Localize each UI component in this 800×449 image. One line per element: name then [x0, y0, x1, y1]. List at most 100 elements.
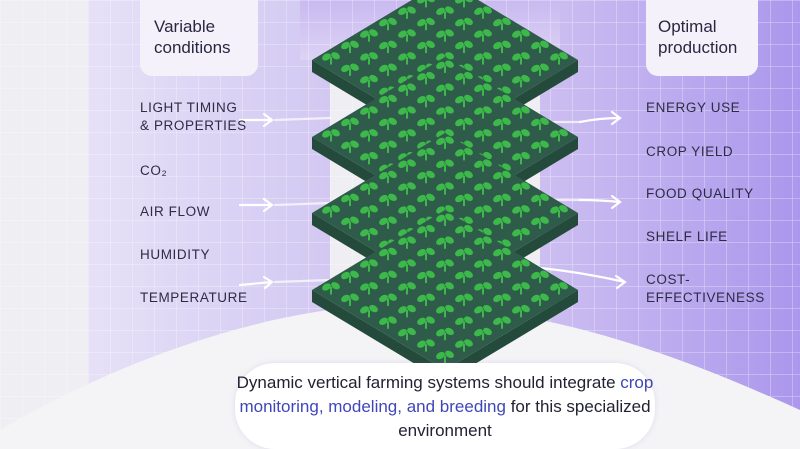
- seedling-icon: [417, 170, 435, 184]
- seedling-icon: [512, 304, 530, 318]
- seedling-icon: [455, 224, 473, 238]
- seedling-icon: [341, 63, 359, 76]
- seedling-icon: [455, 40, 473, 54]
- crop-tray-stack: [312, 0, 578, 382]
- seedling-icon: [379, 63, 397, 76]
- seedling-icon: [531, 40, 549, 54]
- seedling-icon: [341, 216, 359, 229]
- arrow-energy: [578, 110, 622, 126]
- outcome-shelf-life: SHELF LIFE: [646, 228, 728, 246]
- outcome-label: EFFECTIVENESS: [646, 290, 765, 305]
- seedling-icon: [436, 60, 454, 73]
- caption-highlight: crop monitoring, modeling, and breeding: [239, 373, 654, 416]
- seedling-icon: [341, 293, 359, 306]
- seedling-icon: [493, 193, 511, 207]
- seedling-icon: [398, 236, 416, 249]
- seedling-icon: [455, 339, 473, 352]
- seedling-icon: [474, 6, 492, 19]
- seedling-icon: [398, 205, 416, 218]
- left-header-line2: conditions: [154, 38, 231, 57]
- seedling-icon: [417, 147, 435, 161]
- seedling-icon: [474, 236, 492, 249]
- seedling-icon: [398, 29, 416, 42]
- right-header-line2: production: [658, 38, 738, 57]
- seedling-icon: [417, 193, 435, 207]
- seedling-icon: [436, 282, 454, 295]
- seedling-icon: [455, 247, 473, 261]
- seedling-icon: [417, 247, 435, 261]
- seedling-icon: [379, 170, 397, 184]
- seedling-icon: [360, 74, 378, 88]
- factor-label: AIR FLOW: [140, 204, 211, 219]
- factor-label: LIGHT TIMING: [140, 100, 238, 115]
- seedling-icon: [531, 140, 549, 153]
- seedling-icon: [398, 327, 416, 341]
- seedling-icon: [322, 282, 340, 295]
- seedling-icon: [436, 304, 454, 318]
- seedling-icon: [474, 129, 492, 142]
- seedling-icon: [436, 83, 454, 96]
- seedling-icon: [474, 83, 492, 96]
- seedling-icon: [398, 83, 416, 96]
- seedling-icon: [379, 117, 397, 131]
- seedling-icon: [512, 129, 530, 142]
- variable-conditions-header: Variable conditions: [140, 0, 258, 76]
- seedling-icon: [474, 205, 492, 218]
- seedling-icon: [417, 316, 435, 329]
- seedling-icon: [322, 52, 340, 65]
- seedling-icon: [512, 74, 530, 88]
- seedling-icon: [417, 224, 435, 238]
- outcome-label: CROP YIELD: [646, 144, 734, 159]
- seedling-icon: [436, 182, 454, 195]
- optimal-production-header: Optimal production: [646, 0, 758, 76]
- seedling-icon: [455, 0, 473, 8]
- seedling-icon: [417, 94, 435, 108]
- seedling-icon: [512, 52, 530, 65]
- seedling-icon: [379, 94, 397, 108]
- seedling-icon: [436, 6, 454, 19]
- caption-part2: for this specialized environment: [398, 397, 651, 440]
- outcome-label: COST-: [646, 272, 691, 287]
- factor-temperature: TEMPERATURE: [140, 289, 248, 307]
- seedling-icon: [531, 117, 549, 131]
- seedling-icon: [493, 117, 511, 131]
- seedling-icon: [493, 140, 511, 153]
- seedling-icon: [398, 159, 416, 172]
- seedling-icon: [455, 117, 473, 131]
- outcome-label: ENERGY USE: [646, 100, 741, 115]
- seedling-icon: [493, 293, 511, 306]
- seedling-icon: [398, 106, 416, 119]
- seedling-icon: [398, 129, 416, 142]
- seedling-icon: [417, 17, 435, 31]
- seedling-icon: [398, 6, 416, 19]
- seedling-icon: [379, 293, 397, 306]
- outcome-crop-yield: CROP YIELD: [646, 143, 733, 161]
- seedling-icon: [398, 52, 416, 65]
- seedling-icon: [360, 129, 378, 142]
- arrow-food: [578, 194, 622, 210]
- seedling-icon: [474, 159, 492, 172]
- seedling-icon: [550, 282, 568, 295]
- seedling-icon: [322, 129, 340, 142]
- seedling-icon: [379, 247, 397, 261]
- seedling-icon: [493, 40, 511, 54]
- seedling-icon: [379, 316, 397, 329]
- seedling-icon: [417, 40, 435, 54]
- seedling-icon: [493, 270, 511, 284]
- seedling-icon: [341, 117, 359, 131]
- seedling-icon: [455, 270, 473, 284]
- seedling-icon: [493, 170, 511, 184]
- seedling-icon: [360, 205, 378, 218]
- outcome-energy-use: ENERGY USE: [646, 99, 740, 117]
- seedling-icon: [436, 259, 454, 272]
- seedling-icon: [550, 205, 568, 218]
- seedling-icon: [436, 350, 454, 364]
- seedling-icon: [360, 304, 378, 318]
- seedling-icon: [512, 259, 530, 272]
- seedling-icon: [360, 182, 378, 195]
- seedling-icon: [360, 106, 378, 119]
- seedling-icon: [341, 40, 359, 54]
- seedling-icon: [512, 106, 530, 119]
- seedling-icon: [322, 205, 340, 218]
